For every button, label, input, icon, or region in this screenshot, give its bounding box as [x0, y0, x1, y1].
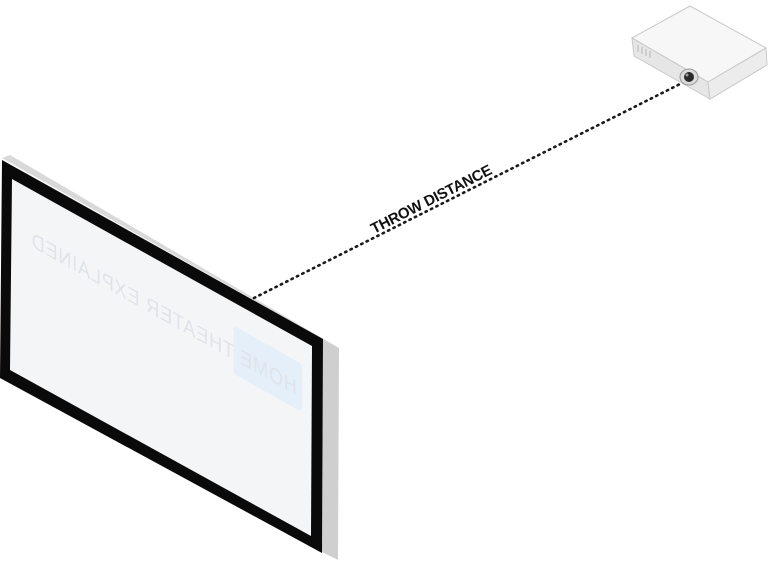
- projector-side: [707, 47, 768, 100]
- projector-icon: [630, 5, 768, 100]
- screen-frame-top-edge: [2, 155, 339, 348]
- screen-frame-side: [322, 339, 339, 560]
- projector-lens: [684, 72, 694, 82]
- throw-distance-label: THROW DISTANCE: [368, 162, 495, 238]
- watermark-badge: [233, 327, 302, 411]
- projector-lens-highlight: [685, 73, 689, 77]
- projection-screen-icon: HOME THEATER EXPLAINED: [0, 155, 339, 560]
- screen-surface: [10, 179, 312, 536]
- projector-vents: [637, 45, 651, 58]
